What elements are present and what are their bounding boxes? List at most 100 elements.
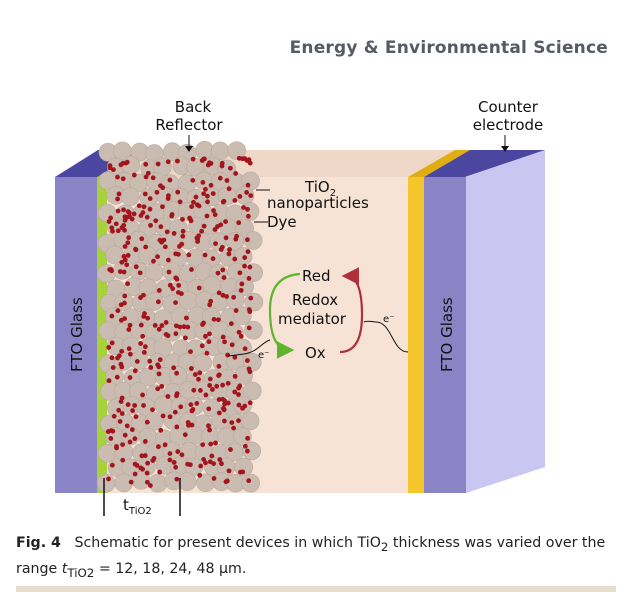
dye-molecule	[138, 465, 144, 471]
dye-molecule	[220, 292, 226, 298]
dye-molecule	[110, 228, 115, 234]
dye-molecule	[216, 317, 221, 323]
dye-molecule	[166, 269, 172, 275]
figure-caption: Fig. 4 Schematic for present devices in …	[16, 532, 616, 584]
dye-molecule	[244, 358, 250, 363]
dye-molecule	[212, 212, 218, 218]
tio2-particle	[240, 411, 260, 431]
right-fto-glass	[424, 177, 466, 493]
dye-molecule	[211, 208, 216, 213]
dye-molecule	[240, 405, 245, 411]
dye-molecule	[144, 470, 150, 476]
dye-molecule	[221, 407, 227, 413]
dye-molecule	[226, 468, 232, 474]
dye-molecule	[222, 339, 227, 345]
dye-molecule	[167, 177, 173, 183]
dye-molecule	[121, 207, 126, 213]
tio2-particle	[241, 473, 260, 493]
dye-molecule	[202, 252, 208, 258]
dye-molecule	[148, 222, 153, 228]
dye-molecule	[232, 389, 238, 395]
dye-molecule	[201, 223, 207, 229]
dye-molecule	[236, 418, 241, 424]
dye-molecule	[197, 472, 203, 478]
dye-molecule	[245, 237, 250, 243]
dye-molecule	[203, 186, 208, 192]
dye-molecule	[213, 241, 218, 247]
counter-electrode-arrowhead	[501, 146, 509, 152]
dye-molecule	[130, 408, 136, 413]
dye-molecule	[178, 404, 184, 410]
dye-molecule	[175, 290, 181, 295]
dye-molecule	[206, 423, 211, 429]
dye-molecule	[118, 361, 124, 367]
dye-molecule	[242, 443, 248, 449]
dye-molecule	[120, 457, 126, 463]
dye-molecule	[125, 402, 131, 407]
dye-molecule	[246, 325, 252, 331]
dye-molecule	[119, 348, 125, 354]
dye-molecule	[219, 160, 225, 166]
dye-molecule	[109, 355, 115, 361]
dye-molecule	[132, 403, 137, 408]
dye-molecule	[248, 193, 254, 199]
counter-electrode	[408, 177, 424, 493]
dye-molecule	[206, 406, 212, 412]
dye-molecule	[170, 286, 176, 292]
dye-molecule	[158, 427, 164, 433]
dye-label: Dye	[267, 213, 297, 231]
fto-right-label: FTO Glass	[438, 297, 456, 372]
dye-molecule	[171, 231, 177, 236]
dye-molecule	[245, 182, 251, 188]
dye-molecule	[180, 233, 186, 239]
dye-molecule	[114, 374, 120, 380]
dye-molecule	[151, 258, 156, 264]
caption-text-2: thickness was varied over the range	[16, 535, 606, 577]
dye-molecule	[226, 251, 232, 257]
dye-molecule	[246, 276, 252, 281]
dye-molecule	[140, 210, 146, 215]
dye-molecule	[137, 270, 143, 276]
dye-molecule	[125, 253, 131, 258]
back-reflector-label-2: Reflector	[155, 116, 223, 134]
dye-molecule	[217, 457, 223, 462]
dye-molecule	[126, 346, 132, 352]
dye-molecule	[223, 219, 228, 225]
dye-molecule	[206, 339, 212, 345]
dye-molecule	[113, 221, 119, 227]
dye-molecule	[222, 401, 228, 407]
dye-molecule	[143, 161, 149, 167]
dye-molecule	[208, 182, 214, 188]
dye-molecule	[109, 313, 115, 319]
dye-molecule	[228, 447, 233, 452]
dye-molecule	[199, 343, 205, 349]
dye-molecule	[155, 161, 161, 167]
tio2-particle	[227, 141, 246, 160]
dye-molecule	[237, 270, 243, 276]
dye-molecule	[242, 263, 247, 269]
dye-molecule	[245, 249, 251, 255]
dye-molecule	[210, 191, 216, 197]
dye-molecule	[145, 315, 151, 321]
dye-molecule	[214, 383, 220, 389]
tio2-particle	[193, 353, 212, 373]
dye-molecule	[199, 228, 204, 234]
dye-molecule	[225, 380, 231, 386]
dye-molecule	[134, 359, 140, 364]
dye-molecule	[165, 159, 171, 165]
dye-molecule	[189, 422, 195, 428]
dye-molecule	[239, 281, 245, 287]
green-reduction-arrow	[268, 272, 301, 359]
dye-molecule	[167, 414, 173, 420]
dye-molecule	[247, 400, 253, 406]
dye-molecule	[144, 419, 150, 425]
dye-molecule	[141, 350, 147, 355]
dye-molecule	[198, 388, 203, 393]
dye-molecule	[241, 205, 246, 210]
dye-molecule	[201, 320, 206, 326]
dye-molecule	[185, 461, 191, 467]
tio2-particle	[177, 472, 197, 491]
dye-molecule	[191, 387, 197, 393]
dye-molecule	[229, 342, 235, 348]
dye-molecule	[188, 402, 194, 407]
